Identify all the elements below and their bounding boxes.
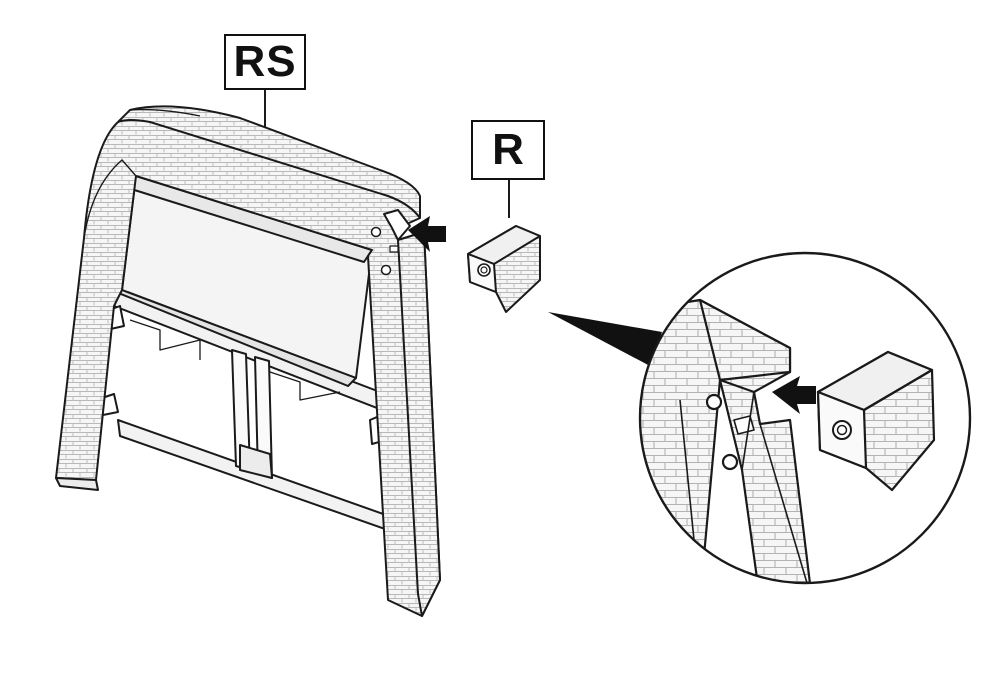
magnified-detail-circle: [638, 251, 972, 585]
frame-arch: [55, 105, 441, 617]
insert-arrow-icon: [408, 216, 446, 252]
pointer-wedge: [548, 312, 662, 366]
lower-frame-structure: [95, 289, 389, 531]
side-panel-frame-illustration: [55, 105, 441, 617]
end-cap-part-illustration: [467, 225, 541, 313]
label-rs: RS: [224, 34, 306, 90]
label-r: R: [471, 120, 545, 180]
back-screen-panel: [115, 175, 373, 387]
